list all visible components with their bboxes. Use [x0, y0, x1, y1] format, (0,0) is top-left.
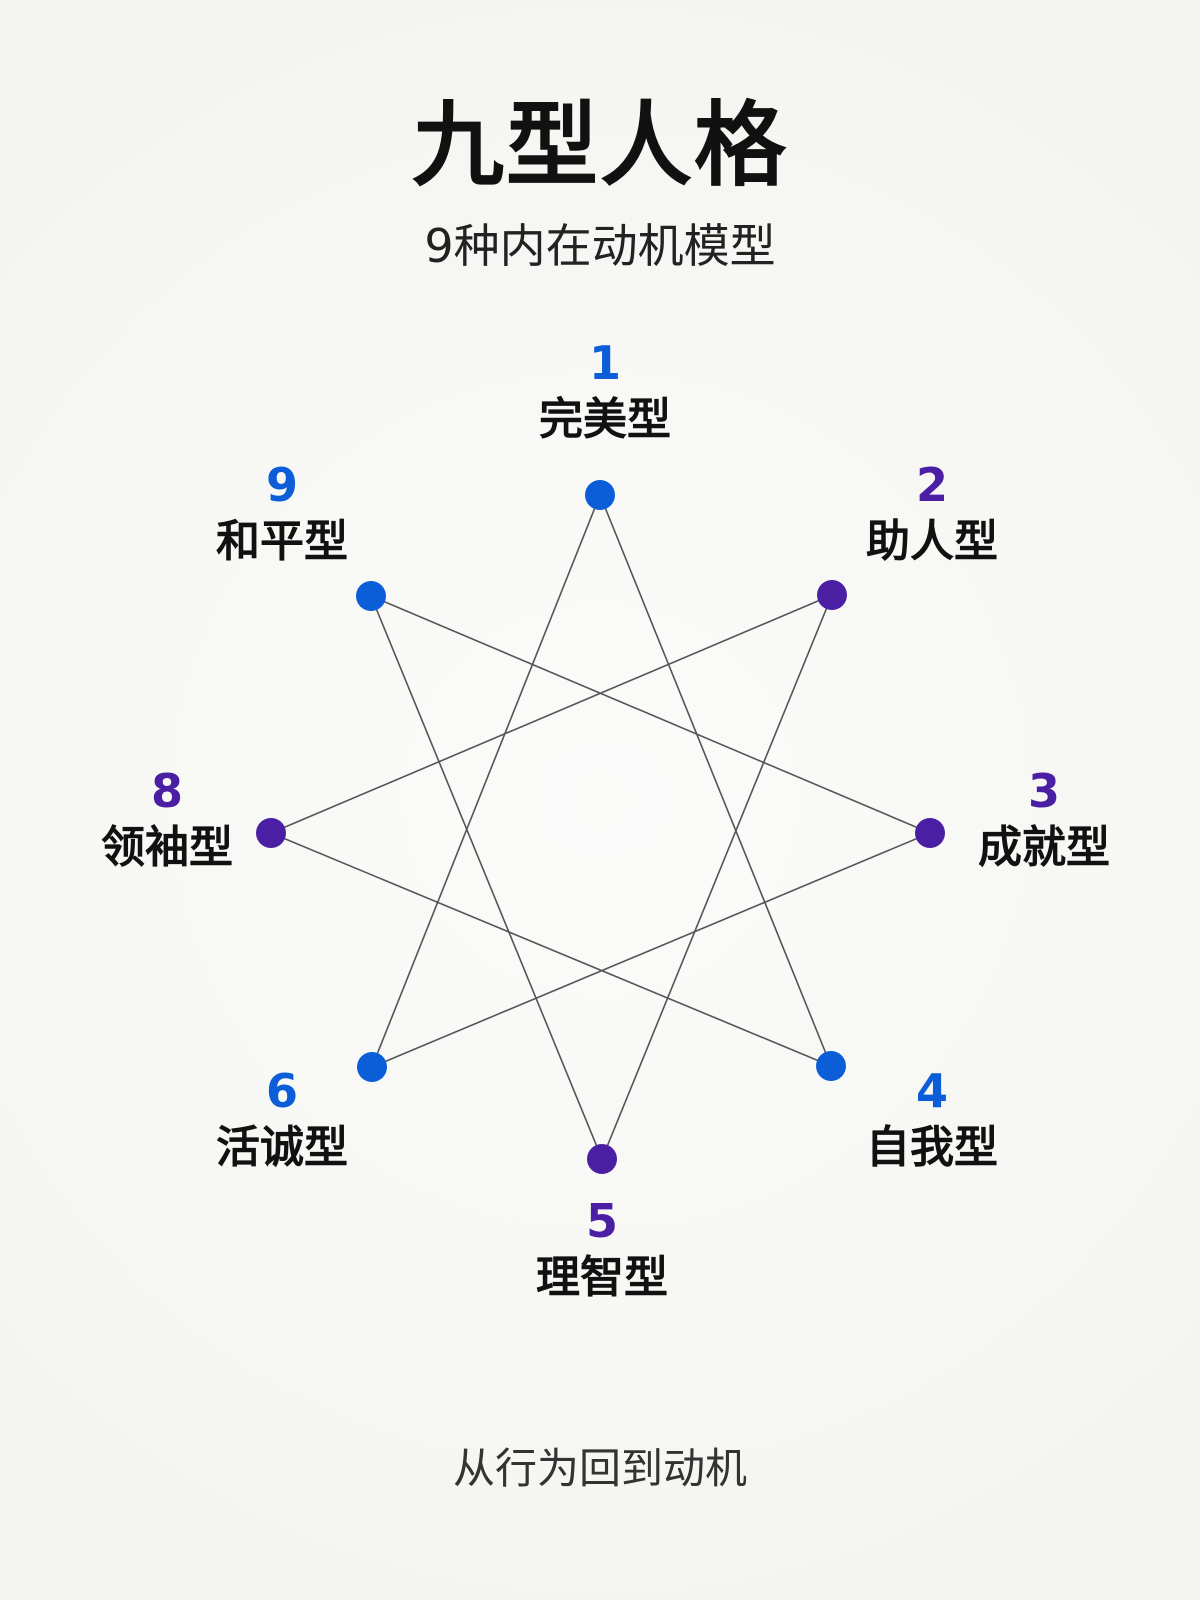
type-node-4 [816, 1051, 846, 1081]
type-number: 9 [265, 458, 298, 512]
type-name: 和平型 [216, 516, 348, 567]
connection-line-4-8 [270, 832, 832, 1067]
type-name: 成就型 [978, 822, 1110, 873]
diagram-connections [270, 494, 931, 1160]
type-node-8 [256, 818, 286, 848]
page-title: 九型人格 [411, 92, 788, 199]
type-node-9 [356, 581, 386, 611]
type-node-6 [357, 1052, 387, 1082]
connection-line-1-6 [371, 494, 601, 1068]
connection-line-3-6 [371, 832, 931, 1068]
type-name: 助人型 [866, 516, 998, 567]
type-name: 领袖型 [101, 822, 233, 873]
type-name: 理智型 [536, 1252, 668, 1303]
type-number: 8 [150, 764, 183, 818]
footer-tagline: 从行为回到动机 [452, 1444, 747, 1493]
type-name: 完美型 [539, 394, 671, 445]
connection-line-2-5 [601, 594, 833, 1160]
type-node-2 [817, 580, 847, 610]
type-name: 自我型 [866, 1122, 998, 1173]
type-number: 5 [585, 1194, 618, 1248]
type-name: 活诚型 [216, 1122, 348, 1173]
type-node-1 [585, 480, 615, 510]
connection-line-5-9 [370, 595, 603, 1160]
type-number: 3 [1027, 764, 1060, 818]
type-node-3 [915, 818, 945, 848]
type-node-5 [587, 1144, 617, 1174]
diagram-nodes [256, 480, 945, 1174]
type-number: 4 [915, 1064, 948, 1118]
connection-line-3-9 [370, 595, 931, 834]
connection-line-1-4 [599, 494, 832, 1067]
page-subtitle: 9种内在动机模型 [424, 219, 776, 273]
type-number: 2 [915, 458, 948, 512]
type-number: 1 [588, 336, 621, 390]
type-number: 6 [265, 1064, 298, 1118]
connection-line-2-8 [270, 594, 833, 834]
